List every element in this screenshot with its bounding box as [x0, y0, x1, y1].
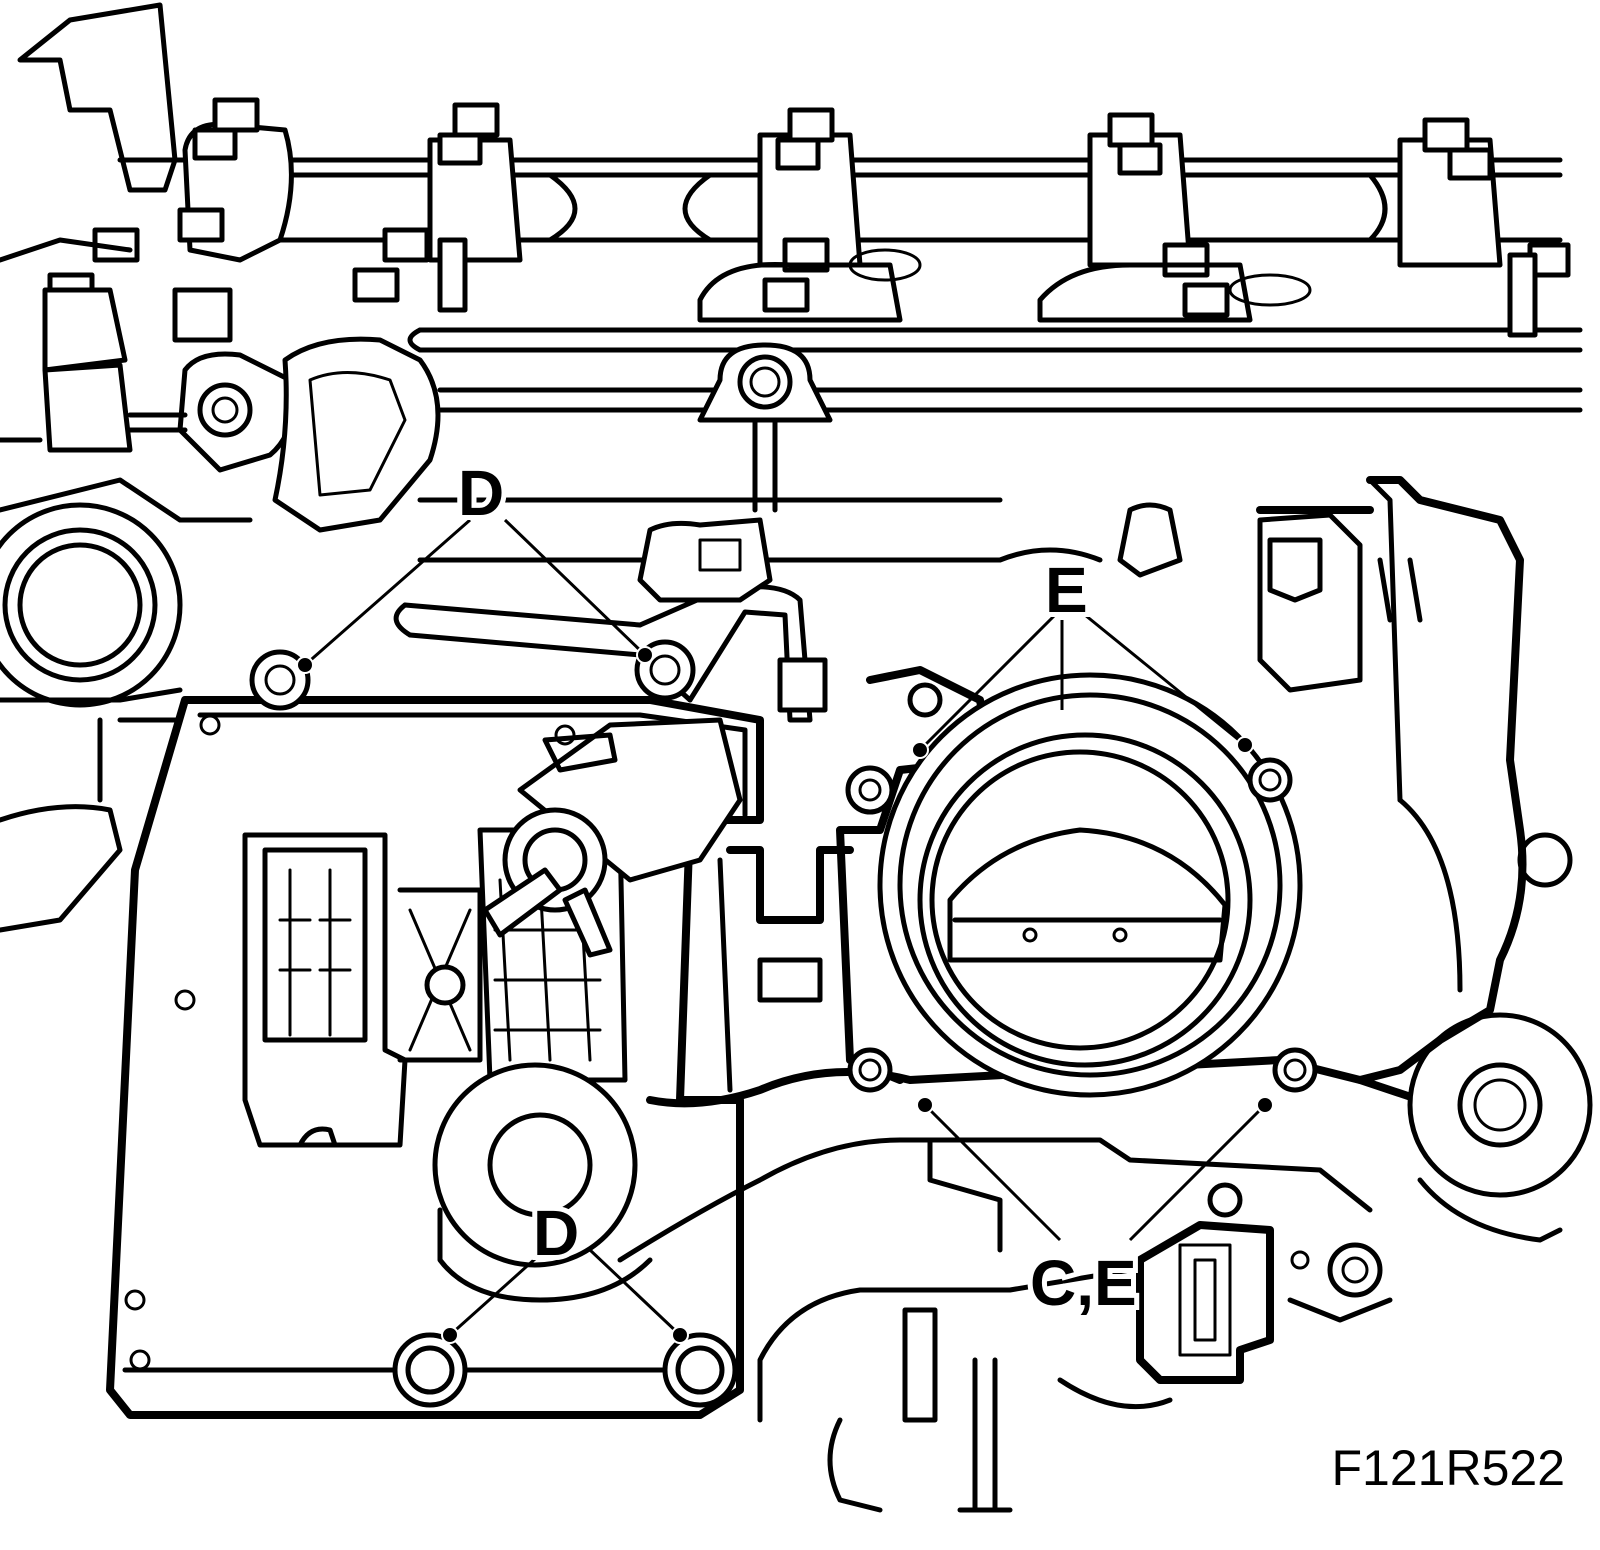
callout-dot [296, 656, 314, 674]
callout-dot [1236, 736, 1254, 754]
callout-label: C,E [1030, 1247, 1137, 1319]
cam-bolt [47, 97, 1571, 318]
throttle-body [717, 476, 1573, 1098]
middle-hoses [393, 497, 1423, 723]
callout-label: D [533, 1197, 579, 1269]
callout-d-bottom: D [441, 1192, 689, 1344]
callout-label: E [1045, 554, 1088, 626]
control-module [106, 696, 764, 1419]
callout-dot [671, 1326, 689, 1344]
d-bolts [249, 639, 738, 1408]
intake-manifold [432, 1012, 1593, 1513]
callout-d-top: D [296, 452, 654, 674]
callout-dot [441, 1326, 459, 1344]
callout-dot [916, 1096, 934, 1114]
callout-label: D [458, 457, 504, 529]
figure-id: F121R522 [1332, 1440, 1566, 1496]
callout-dot [636, 646, 654, 664]
callout-dot [1256, 1096, 1274, 1114]
camshaft-area [17, 2, 1583, 513]
callout-ce-bottom: C,E [916, 1096, 1274, 1324]
left-housing [0, 237, 441, 933]
callout-dot [911, 741, 929, 759]
callout-e-top: E [911, 549, 1254, 759]
